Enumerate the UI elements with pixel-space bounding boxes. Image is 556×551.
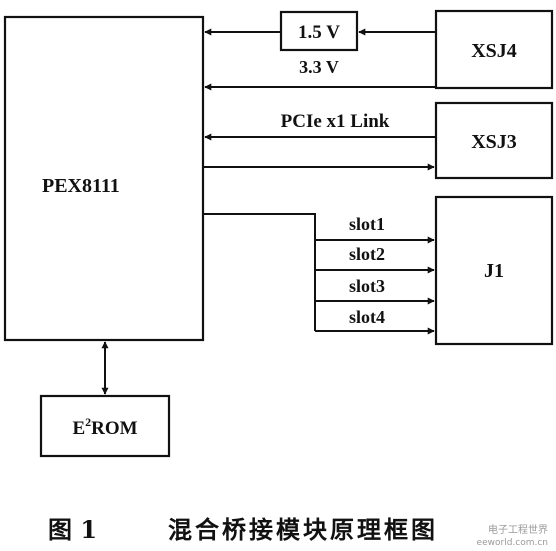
slot4-label: slot4 xyxy=(349,307,385,327)
regulator-1v5-block xyxy=(279,10,359,52)
eeprom-label-superscript: 2 xyxy=(85,415,91,429)
eeprom-block xyxy=(39,394,171,458)
xsj3-label: XSJ3 xyxy=(471,131,517,153)
slot-bus-trunk xyxy=(203,213,316,331)
eeprom-label-rest: ROM xyxy=(91,418,138,439)
regulator-1v5-label: 1.5 V xyxy=(298,22,340,43)
figure-title: 混合桥接模块原理框图 xyxy=(168,515,438,544)
watermark-line1: 电子工程世界 xyxy=(488,523,548,536)
slot2-label: slot2 xyxy=(349,244,385,264)
v33-label: 3.3 V xyxy=(299,57,339,77)
watermark-line2: eeworld.com.cn xyxy=(477,538,548,548)
slot1-label: slot1 xyxy=(349,214,385,234)
xsj4-label: XSJ4 xyxy=(471,40,517,62)
eeprom-label-base: E xyxy=(72,418,85,439)
pex8111-block xyxy=(3,15,205,342)
xsj4-block xyxy=(434,9,554,90)
pcie-link-label: PCIe x1 Link xyxy=(281,111,390,132)
slot3-label: slot3 xyxy=(349,276,385,296)
pex8111-label: PEX8111 xyxy=(42,175,120,197)
j1-block xyxy=(434,195,554,346)
figure-number: 图 1 xyxy=(48,515,97,544)
xsj3-block xyxy=(434,101,554,180)
j1-label: J1 xyxy=(484,260,504,282)
eeprom-label: E2ROM xyxy=(72,415,137,439)
